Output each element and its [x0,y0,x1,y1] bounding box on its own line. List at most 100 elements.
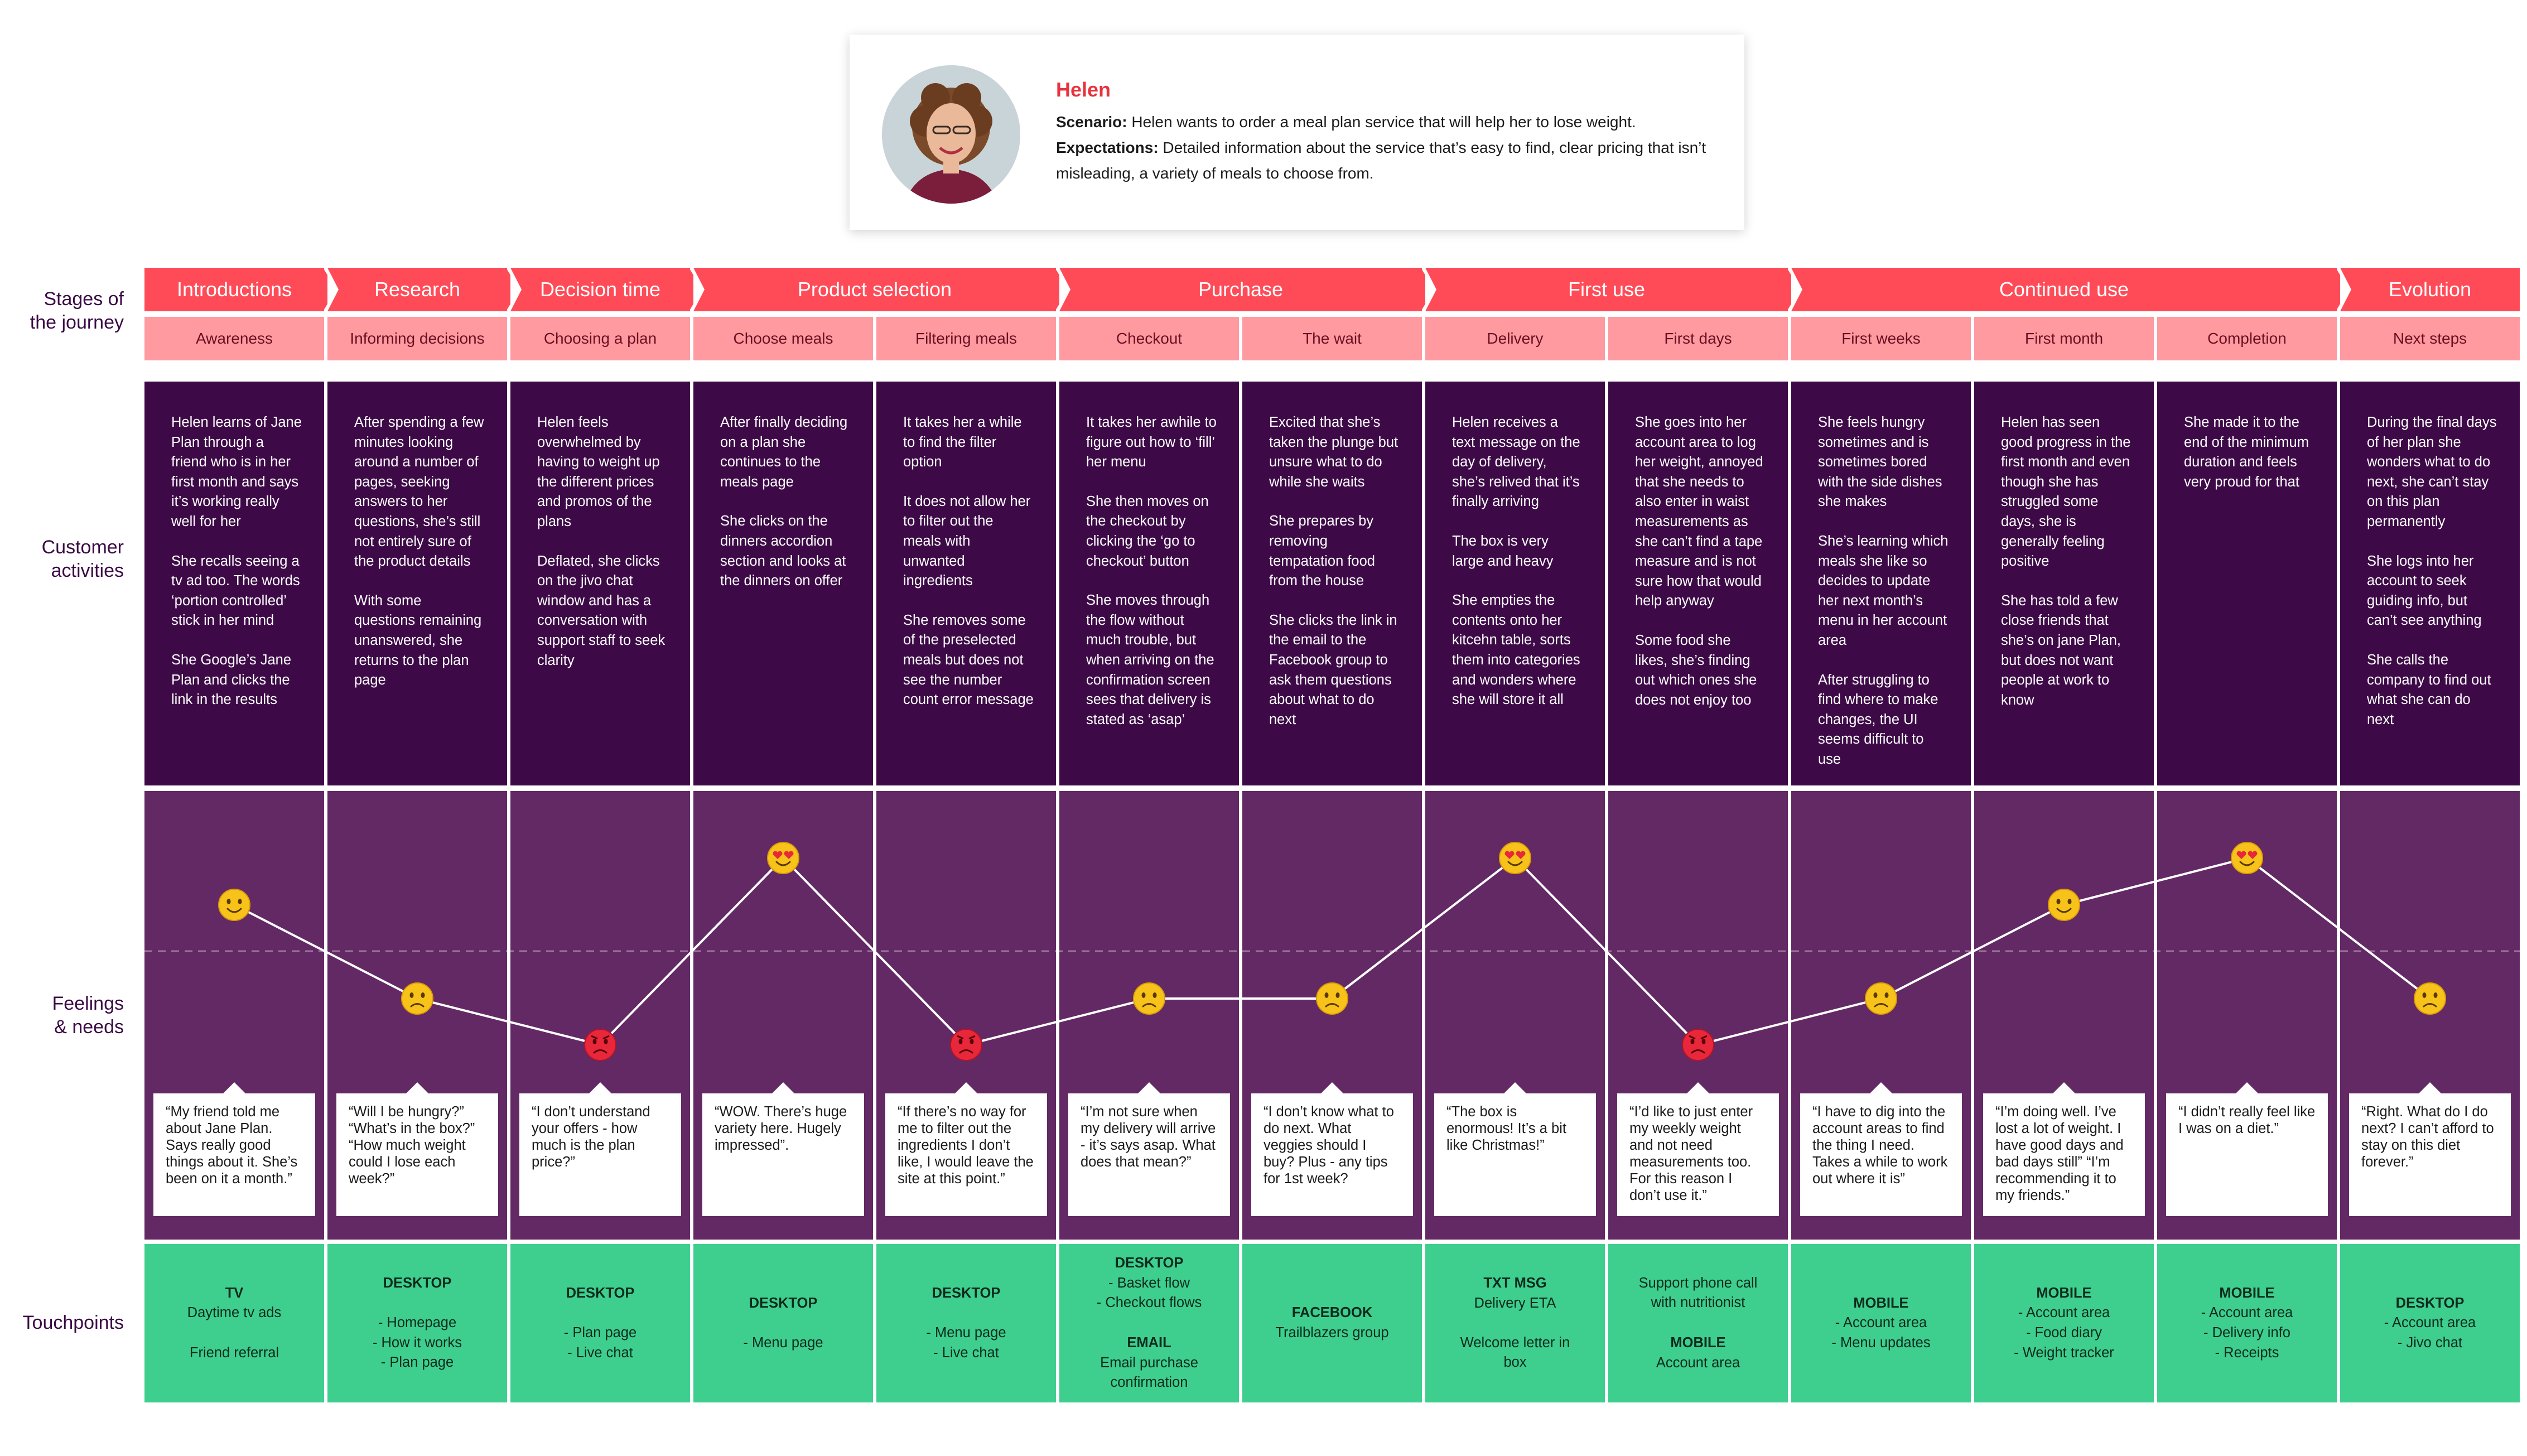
row-label-stages: Stages of the journey [0,287,124,334]
touchpoint-line: - Menu page [743,1334,823,1351]
touchpoint-line: - Plan page [380,1354,454,1371]
activity-card: Helen feels overwhelmed by having to wei… [510,382,690,785]
touchpoint-channel: EMAIL [1127,1335,1171,1351]
activity-paragraph: The box is very large and heavy [1452,533,1554,569]
activity-paragraph: She goes into her account area to log he… [1635,414,1763,609]
touchpoint-card: DESKTOP- Homepage- How it works- Plan pa… [327,1244,507,1402]
touchpoint-line: confirmation [1110,1375,1188,1391]
activity-paragraph: Helen receives a text message on the day… [1452,414,1580,510]
touchpoint-channel: TXT MSG [1483,1275,1547,1291]
activity-paragraph: It takes her a while to find the filter … [903,414,1022,470]
touchpoint-line: Friend referral [189,1344,279,1361]
touchpoint-line: - Checkout flows [1096,1295,1202,1311]
stage-header: First use [1425,268,1788,311]
activity-card: She feels hungry sometimes and is someti… [1791,382,1971,785]
quote-card: “I didn’t really feel like I was on a di… [2166,1093,2328,1216]
row-label-line: activities [51,560,124,581]
persona-scenario: Scenario: Helen wants to order a meal pl… [1056,109,1714,135]
activity-paragraph: Helen learns of Jane Plan through a frie… [171,414,302,529]
substage-label: Choose meals [693,317,873,360]
touchpoint-line: - Jivo chat [2397,1334,2463,1351]
quote-pointer [2235,1082,2259,1095]
stage-header: Continued use [1791,268,2337,311]
substage-label: First days [1608,317,1788,360]
touchpoint-line: - Live chat [933,1344,999,1361]
substage-label: First weeks [1791,317,1971,360]
touchpoint-line: - Food diary [2026,1325,2102,1341]
activity-paragraph: Deflated, she clicks on the jivo chat wi… [537,553,665,668]
activity-paragraph: It does not allow her to filter out the … [903,493,1031,589]
touchpoint-channel: FACEBOOK [1291,1305,1373,1321]
touchpoint-channel: DESKTOP [932,1285,1001,1301]
scenario-text: Helen wants to order a meal plan service… [1131,113,1636,131]
activity-paragraph: She calls the company to find out what s… [2367,652,2491,727]
quote-pointer [222,1082,247,1095]
activity-paragraph: Helen has seen good progress in the firs… [2001,414,2131,570]
quote-card: “I have to dig into the account areas to… [1800,1093,1962,1216]
touchpoint-channel: MOBILE [1670,1335,1726,1351]
stage-label: First use [1568,278,1646,301]
quote-card: “I’m not sure when my delivery will arri… [1068,1093,1230,1216]
quote-pointer [1137,1082,1161,1095]
activity-card: After spending a few minutes looking aro… [327,382,507,785]
activity-card: It takes her a while to find the filter … [876,382,1056,785]
touchpoint-line: - Receipts [2215,1344,2279,1361]
activity-paragraph: After spending a few minutes looking aro… [354,414,484,570]
touchpoint-line: - Plan page [563,1325,637,1341]
activity-card: Helen learns of Jane Plan through a frie… [144,382,324,785]
substage-label: Next steps [2340,317,2520,360]
activity-card: During the final days of her plan she wo… [2340,382,2520,785]
touchpoint-line: - Live chat [567,1344,633,1361]
stage-label: Evolution [2388,278,2472,301]
substage-label: First month [1974,317,2154,360]
quote-pointer [954,1082,978,1095]
touchpoint-channel: MOBILE [2036,1285,2092,1301]
activity-paragraph: She prepares by removing tempatation foo… [1269,513,1375,589]
touchpoint-line: Support phone call [1638,1275,1758,1291]
touchpoint-card: DESKTOP- Plan page- Live chat [510,1244,690,1402]
quote-card: “Will I be hungry?” “What’s in the box?”… [336,1093,498,1216]
quote-pointer [2052,1082,2076,1095]
row-label-line: Feelings [52,993,124,1014]
touchpoint-channel: MOBILE [1853,1295,1909,1311]
touchpoint-channel: TV [225,1285,244,1301]
substage-label: Delivery [1425,317,1605,360]
quote-pointer [2418,1082,2442,1095]
stage-header: Evolution [2340,268,2520,311]
touchpoint-line: Account area [1656,1354,1740,1371]
activity-card: After finally deciding on a plan she con… [693,382,873,785]
touchpoint-line: - Menu page [926,1325,1006,1341]
activity-card: Helen has seen good progress in the firs… [1974,382,2154,785]
row-label-line: the journey [30,312,124,333]
quote-card: “The box is enormous! It’s a bit like Ch… [1434,1093,1596,1216]
activity-paragraph: She clicks on the dinners accordion sect… [720,513,846,589]
touchpoint-line: Welcome letter in [1460,1334,1570,1351]
substage-label: Completion [2157,317,2337,360]
activity-paragraph: She feels hungry sometimes and is someti… [1818,414,1942,510]
activity-paragraph: She recalls seeing a tv ad too. The word… [171,553,300,629]
expectations-text: Detailed information about the service t… [1056,139,1706,182]
row-label-touchpoints: Touchpoints [22,1312,124,1333]
stage-header: Purchase [1059,268,1422,311]
stage-label: Continued use [1999,278,2129,301]
activity-paragraph: She clicks the link in the email to the … [1269,612,1397,727]
touchpoint-line: - Delivery info [2203,1325,2290,1341]
quote-card: “I don’t know what to do next. What vegg… [1251,1093,1413,1216]
persona-name: Helen [1056,78,1111,101]
quote-card: “WOW. There’s huge variety here. Hugely … [702,1093,864,1216]
activity-paragraph: She’s learning which meals she like so d… [1818,533,1949,648]
quote-card: “I’d like to just enter my weekly weight… [1617,1093,1779,1216]
stage-header: Introductions [144,268,324,311]
touchpoint-line: - How it works [372,1334,462,1351]
persona-avatar [882,65,1020,204]
touchpoint-line: - Homepage [378,1315,457,1331]
quote-card: “I don’t understand your offers - how mu… [519,1093,681,1216]
touchpoint-card: DESKTOP- Account area- Jivo chat [2340,1244,2520,1402]
row-label-feelings: Feelings & needs [0,992,124,1039]
quote-pointer [1686,1082,1710,1095]
substage-label: Filtering meals [876,317,1056,360]
touchpoint-line: - Account area [2384,1315,2476,1331]
